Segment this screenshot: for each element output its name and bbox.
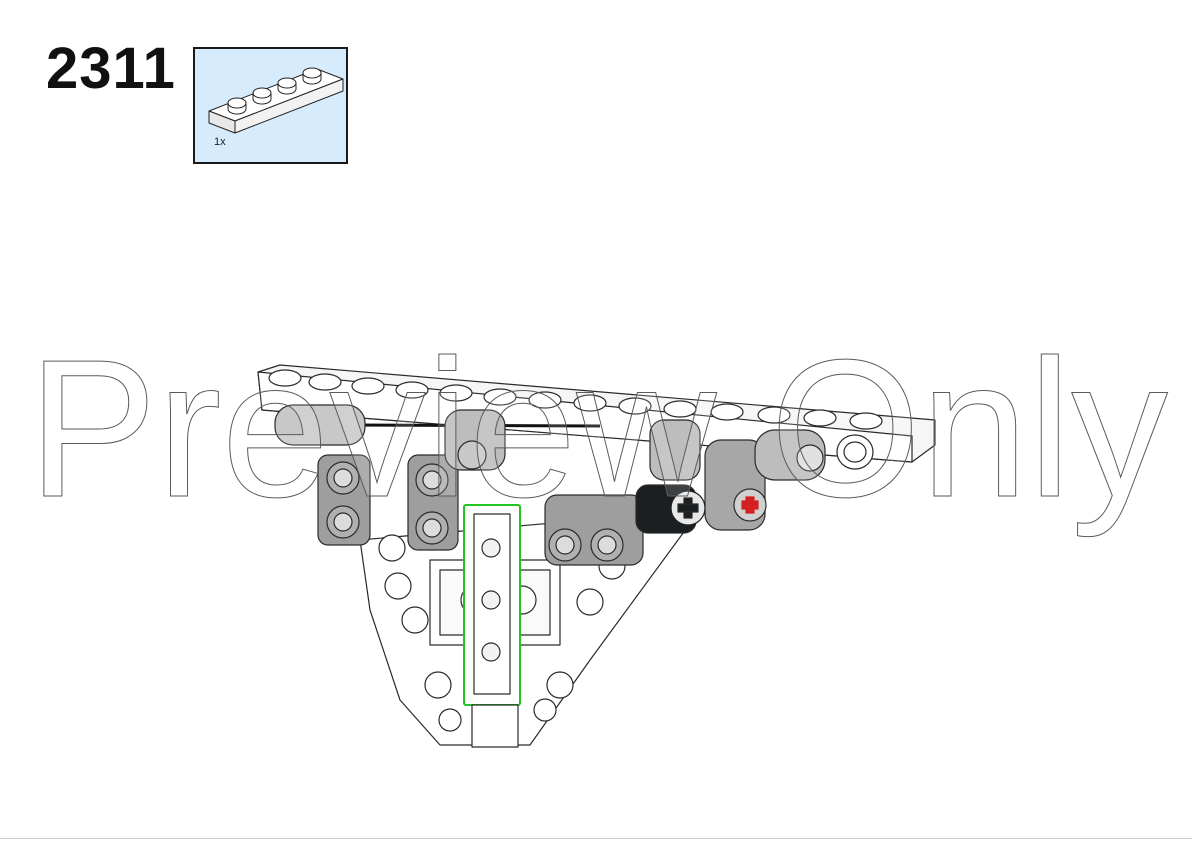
parts-callout: 1x bbox=[193, 47, 348, 164]
connector-gray-center-right bbox=[544, 494, 644, 566]
plate-1x4-icon bbox=[208, 67, 344, 134]
connector-black bbox=[635, 484, 706, 534]
connector-gray-right bbox=[649, 419, 826, 531]
part-quantity: 1x bbox=[214, 136, 226, 148]
page-bottom-rule bbox=[0, 838, 1192, 839]
step-number: 2311 bbox=[46, 36, 176, 101]
new-part-plate-1x4-highlight bbox=[463, 504, 521, 748]
connector-gray-center-left bbox=[407, 409, 506, 551]
connector-gray-left bbox=[274, 404, 371, 546]
